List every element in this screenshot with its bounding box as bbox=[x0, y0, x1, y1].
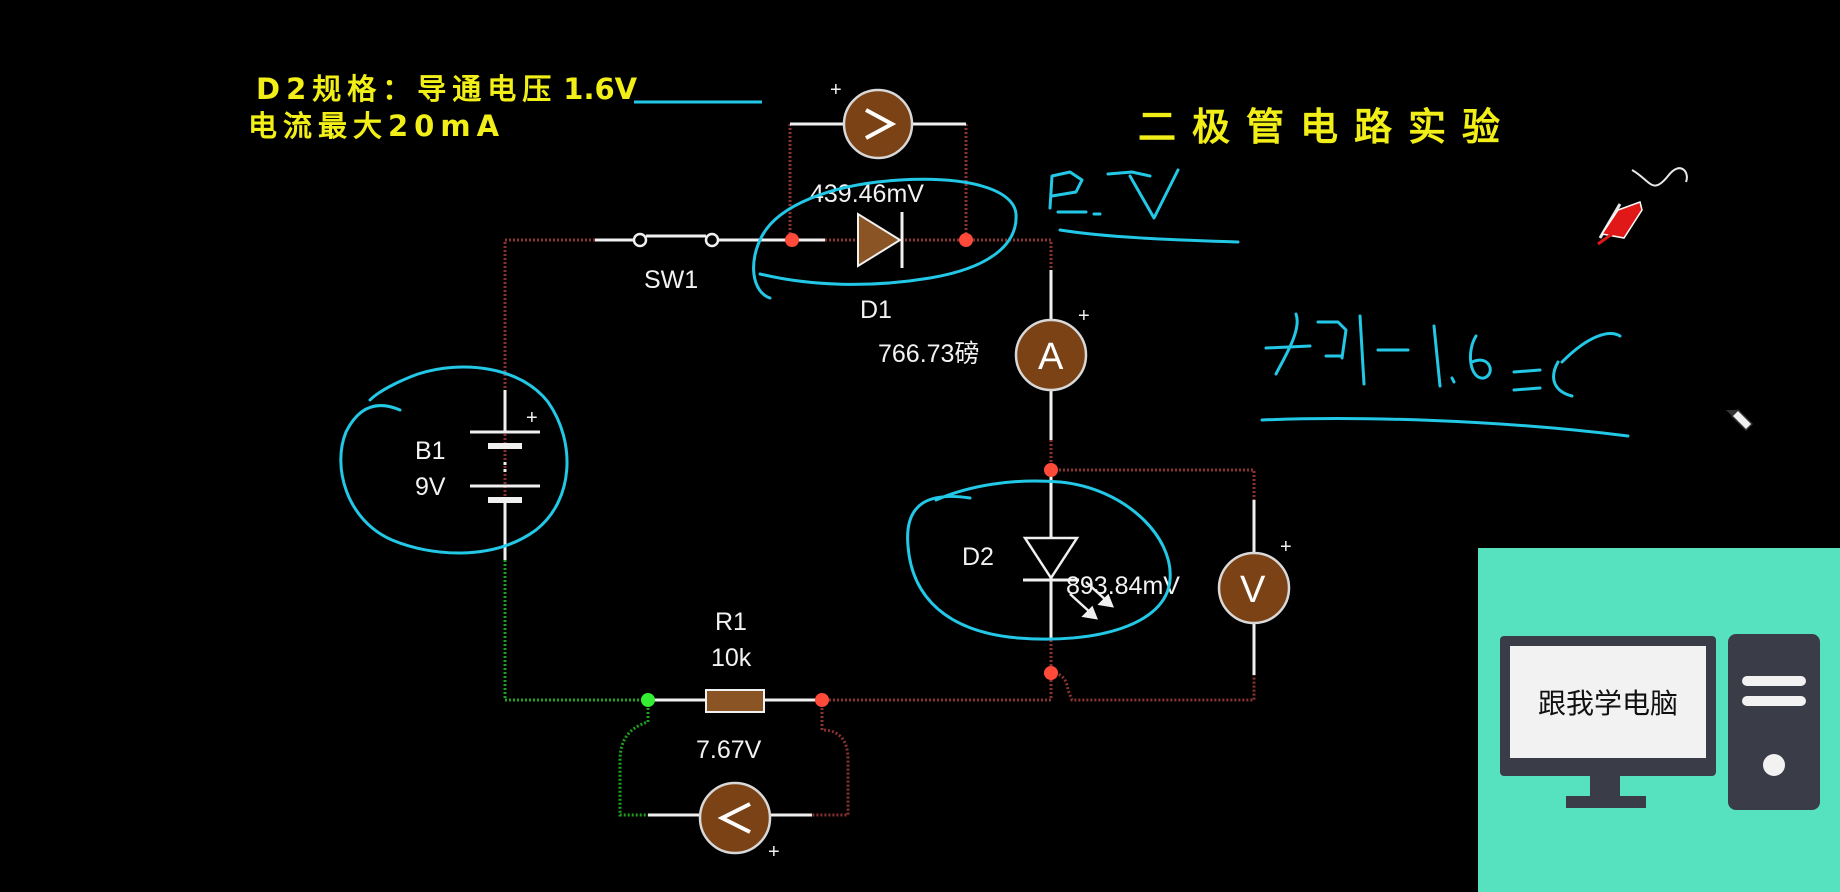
wire-r1-meter-left bbox=[618, 700, 702, 817]
diode-d1-label: D1 bbox=[860, 296, 892, 324]
diode-d2-reading: 893.84mV bbox=[1066, 572, 1180, 600]
wire-d2-to-r1 bbox=[822, 640, 1053, 702]
resistor-r1[interactable] bbox=[705, 689, 765, 713]
ammeter[interactable]: A bbox=[1014, 318, 1088, 392]
tower-slot-1 bbox=[1742, 676, 1806, 686]
tower-slot-2 bbox=[1742, 696, 1806, 706]
voltmeter-d2-plus: + bbox=[1280, 536, 1292, 558]
ammeter-glyph: A bbox=[1038, 336, 1064, 378]
wire-battery-to-r1 bbox=[503, 560, 648, 702]
diode-d2[interactable] bbox=[1022, 536, 1114, 620]
resistor-reading: 7.67V bbox=[696, 736, 762, 764]
voltmeter-d1[interactable] bbox=[842, 88, 914, 160]
tower-power-light bbox=[1763, 754, 1785, 776]
circle-d1 bbox=[752, 177, 1018, 300]
voltmeter-d2[interactable]: V bbox=[1217, 551, 1291, 625]
ammeter-plus: + bbox=[1078, 305, 1090, 327]
monitor-base bbox=[1566, 796, 1646, 808]
switch-label: SW1 bbox=[644, 266, 698, 294]
pen-cursor-icon bbox=[1726, 408, 1754, 432]
computer-tower-icon bbox=[1728, 634, 1820, 810]
probe-cursor-icon bbox=[1597, 167, 1688, 246]
resistor-value: 10k bbox=[711, 644, 752, 672]
resistor-label: R1 bbox=[715, 608, 747, 636]
battery-plus: + bbox=[526, 407, 538, 429]
note-formula bbox=[1264, 312, 1622, 398]
voltmeter-r1-plus: + bbox=[768, 841, 780, 863]
wire-d1-to-ammeter bbox=[825, 238, 1053, 270]
circle-d2 bbox=[906, 479, 1172, 641]
wires-red bbox=[503, 124, 1256, 817]
battery-label: B1 bbox=[415, 437, 446, 465]
wire-left-top bbox=[503, 238, 595, 560]
switch-sw1[interactable] bbox=[632, 232, 720, 248]
monitor-neck bbox=[1590, 776, 1620, 798]
handwritten-annotations bbox=[339, 168, 1630, 641]
voltmeter-d2-glyph: V bbox=[1240, 569, 1266, 611]
battery-b1[interactable] bbox=[470, 430, 540, 503]
circle-battery bbox=[339, 365, 569, 555]
spec-line-1-label: D2规格：导通电压 bbox=[256, 72, 558, 106]
note-underline-2 bbox=[1260, 417, 1630, 438]
wires-green bbox=[503, 560, 702, 817]
spec-line-2: 电流最大20mA bbox=[248, 109, 506, 143]
watermark-text: 跟我学电脑 bbox=[1510, 646, 1706, 758]
note-underline-1 bbox=[1058, 228, 1240, 244]
wire-d2-voltmeter-bottom bbox=[1050, 671, 1256, 702]
diode-d1[interactable] bbox=[857, 212, 904, 268]
wire-r1-meter-right bbox=[812, 700, 850, 817]
diagram-title: 二极管电路实验 bbox=[1138, 105, 1517, 149]
voltmeter-d1-plus: + bbox=[830, 79, 842, 101]
battery-value: 9V bbox=[415, 473, 446, 501]
computer-monitor-icon: 跟我学电脑 bbox=[1500, 636, 1716, 776]
spec-voltage-value: 1.6V bbox=[563, 72, 638, 106]
diode-d2-label: D2 bbox=[962, 543, 994, 571]
voltmeter-r1[interactable] bbox=[698, 781, 772, 855]
junction-nodes bbox=[641, 233, 1058, 707]
note-0-7v bbox=[1048, 168, 1180, 220]
watermark-panel: 跟我学电脑 bbox=[1478, 548, 1840, 892]
ammeter-reading: 766.73磅 bbox=[878, 340, 979, 368]
